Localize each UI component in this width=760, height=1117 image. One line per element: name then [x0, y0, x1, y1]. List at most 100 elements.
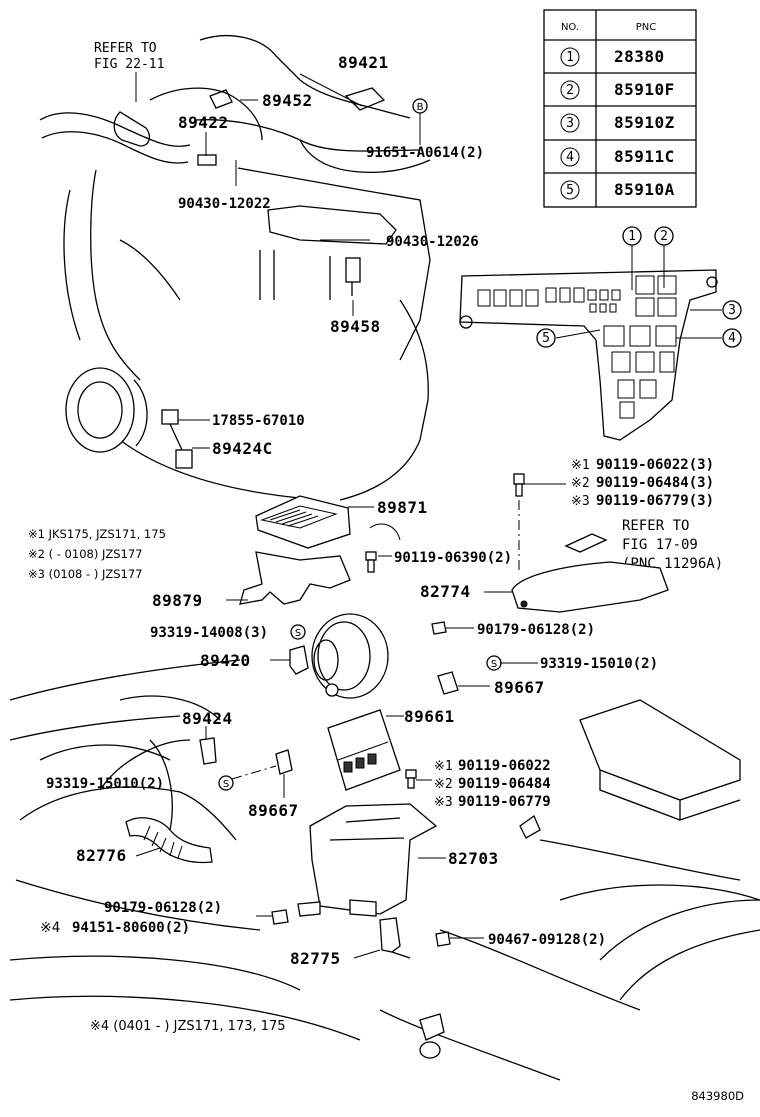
relay-box-illustration — [459, 243, 722, 441]
part-90179-06128-bottom: 90179-06128(2) — [104, 900, 222, 916]
bracket-89667-right — [437, 671, 490, 695]
table-row-no: 4 — [566, 150, 574, 165]
s-marker-icon: S — [290, 624, 306, 640]
relay-callouts: 1 2 3 4 5 — [536, 226, 742, 348]
bolt-a-2-mark: ※2 — [571, 476, 590, 491]
s-marker-icon: S — [218, 775, 234, 791]
vehicle-body — [9, 659, 760, 1081]
part-89667-left: 89667 — [248, 801, 299, 820]
refer-fig17-line2: FIG 17-09 — [622, 537, 698, 553]
part-89879: 89879 — [152, 591, 203, 610]
relay-callout: 3 — [728, 303, 736, 318]
relay-callout: 4 — [728, 331, 736, 346]
bolt-a-1-mark: ※1 — [571, 458, 590, 473]
part-90430-12022: 90430-12022 — [178, 196, 271, 212]
part-93319-15010-right: 93319-15010(2) — [540, 656, 658, 672]
part-82776: 82776 — [76, 846, 127, 865]
part-94151-mark: ※4 — [40, 920, 60, 936]
part-89422: 89422 — [178, 113, 229, 132]
engine-illustration: B — [39, 34, 431, 501]
b-marker: B — [417, 102, 424, 113]
sensor-89420 — [270, 645, 309, 675]
bolt-b-1-mark: ※1 — [434, 759, 453, 774]
part-93319-15010-left: 93319-15010(2) — [46, 776, 164, 792]
bolt-a-2: 90119-06484(3) — [596, 475, 714, 491]
part-90430-12026: 90430-12026 — [386, 234, 479, 250]
part-89871: 89871 — [377, 498, 428, 517]
part-82703: 82703 — [448, 849, 499, 868]
refer-fig17-line1: REFER TO — [622, 518, 689, 534]
table-row-pnc: 85911C — [614, 147, 675, 166]
note-4: ※4 (0401 - ) JZS171, 173, 175 — [90, 1019, 286, 1034]
note-1: ※1 JKS175, JZS171, 175 — [28, 527, 166, 541]
ecu-89871 — [255, 495, 374, 549]
part-89458: 89458 — [330, 317, 381, 336]
sensor-89424 — [199, 726, 217, 765]
refer-fig22-line1: REFER TO — [94, 41, 157, 56]
table-header-pnc: PNC — [636, 22, 657, 33]
part-89420: 89420 — [200, 651, 251, 670]
engine-leaders — [135, 72, 370, 449]
hose-82775 — [353, 917, 411, 959]
table-row-no: 3 — [566, 116, 574, 131]
bolt-b-3-mark: ※3 — [434, 795, 453, 810]
table-row-no: 5 — [566, 183, 574, 198]
relay-callout: 5 — [542, 331, 550, 346]
brake-booster — [311, 613, 389, 699]
bolt-b-2-mark: ※2 — [434, 777, 453, 792]
table-row-pnc: 28380 — [614, 47, 665, 66]
pnc-table: NO. PNC 1 28380 2 85910F 3 85910Z 4 8591… — [543, 9, 697, 208]
bolt-a-1: 90119-06022(3) — [596, 457, 714, 473]
nut-90179-top — [431, 621, 474, 635]
part-93319-14008: 93319-14008(3) — [150, 625, 268, 641]
part-89424C: 89424C — [212, 439, 273, 458]
part-89452: 89452 — [262, 91, 313, 110]
part-82774: 82774 — [420, 582, 471, 601]
note-2: ※2 ( - 0108) JZS177 — [28, 547, 142, 561]
bolt-b-2: 90119-06484 — [458, 776, 551, 792]
part-17855-67010: 17855-67010 — [212, 413, 305, 429]
cover-82774 — [484, 561, 669, 613]
part-82775: 82775 — [290, 949, 341, 968]
ecu-89661 — [327, 709, 404, 791]
part-90119-06390: 90119-06390(2) — [394, 550, 512, 566]
table-row-no: 1 — [566, 50, 574, 65]
clip-90467 — [435, 931, 484, 947]
relay-callout: 1 — [628, 229, 636, 244]
table-row-pnc: 85910A — [614, 180, 675, 199]
bolt-a-3-mark: ※3 — [571, 494, 590, 509]
bracket-89667-left — [275, 749, 293, 798]
refer-fig22-line2: FIG 22-11 — [94, 57, 164, 72]
bolt-a-3: 90119-06779(3) — [596, 493, 714, 509]
part-89661: 89661 — [404, 707, 455, 726]
table-header-no: NO. — [561, 22, 579, 33]
s-marker: S — [491, 659, 497, 670]
nut-90179-bottom — [256, 909, 289, 925]
part-89667-right: 89667 — [494, 678, 545, 697]
bracket-89879 — [226, 551, 351, 605]
part-91651-A0614: 91651-A0614(2) — [366, 145, 484, 161]
s-marker: S — [295, 628, 301, 639]
duct-82776 — [125, 817, 213, 864]
table-row-no: 2 — [566, 83, 574, 98]
part-89421: 89421 — [338, 53, 389, 72]
s-marker-icon: S — [486, 655, 502, 671]
table-row-pnc: 85910F — [614, 80, 675, 99]
bolt-b-1: 90119-06022 — [458, 758, 551, 774]
part-90467-09128: 90467-09128(2) — [488, 932, 606, 948]
bolt-90119-06390 — [365, 523, 401, 573]
bolt-lower — [405, 769, 432, 789]
part-94151-80600: 94151-80600(2) — [72, 920, 190, 936]
table-row-pnc: 85910Z — [614, 113, 675, 132]
bolt-b-3: 90119-06779 — [458, 794, 551, 810]
part-90179-06128-top: 90179-06128(2) — [477, 622, 595, 638]
part-89424: 89424 — [182, 709, 233, 728]
s-marker: S — [223, 779, 229, 790]
relay-box-82703 — [297, 803, 446, 917]
relay-callout: 2 — [660, 229, 668, 244]
note-3: ※3 (0108 - ) JZS177 — [28, 567, 142, 581]
bolt-upper — [513, 473, 566, 570]
figure-id: 843980D — [691, 1089, 744, 1103]
